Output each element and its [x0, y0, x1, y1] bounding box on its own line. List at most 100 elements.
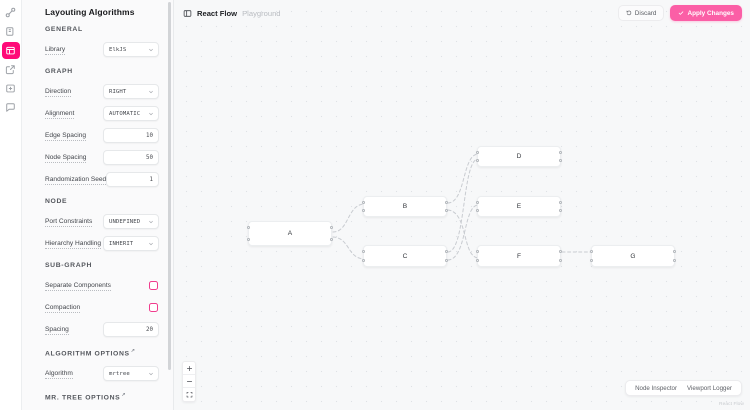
port-constraints-value: UNDEFINED: [109, 218, 141, 225]
handle-target-top[interactable]: [476, 250, 480, 253]
fit-view-icon: [186, 391, 192, 398]
handle-target-bottom[interactable]: [362, 209, 366, 212]
chevron-down-icon: [148, 219, 154, 225]
spacing-input[interactable]: 20: [103, 322, 159, 337]
handle-source-bottom[interactable]: [444, 209, 448, 212]
graph-node-e[interactable]: E: [476, 196, 562, 217]
handle-target-top[interactable]: [247, 226, 251, 229]
handle-source-top[interactable]: [444, 201, 448, 204]
apply-changes-label: Apply Changes: [687, 9, 734, 17]
handle-source-top[interactable]: [558, 201, 562, 204]
comment-icon[interactable]: [2, 99, 20, 116]
direction-select[interactable]: RIGHT: [103, 84, 159, 99]
edge-spacing-input[interactable]: 10: [103, 128, 159, 143]
section-mr-tree-options: MR. TREE OPTIONS↗: [32, 392, 163, 401]
graph-node-f[interactable]: F: [476, 245, 562, 267]
file-plus-icon[interactable]: [2, 80, 20, 97]
handle-target-bottom[interactable]: [476, 159, 480, 162]
edge-b-f: [447, 209, 479, 259]
field-label-port-constraints: Port Constraints: [45, 217, 93, 227]
node-spacing-input[interactable]: 50: [103, 150, 159, 165]
panel-title: Layouting Algorithms: [45, 7, 135, 17]
discard-button[interactable]: Discard: [617, 5, 665, 21]
handle-source-bottom[interactable]: [558, 159, 562, 162]
section-node: NODE: [45, 198, 68, 205]
plus-icon: [186, 365, 192, 371]
field-spacing: Spacing 20: [32, 320, 163, 339]
handle-target-bottom[interactable]: [476, 209, 480, 212]
library-select[interactable]: ElkJS: [103, 42, 159, 57]
edge-b-d: [447, 153, 479, 204]
randomization-seed-value: 1: [149, 176, 154, 183]
graph-edges: [332, 153, 592, 261]
field-label-algorithm: Algorithm: [45, 369, 73, 379]
handle-target-bottom[interactable]: [476, 259, 480, 262]
graph-node-g[interactable]: G: [590, 245, 676, 267]
flow-canvas[interactable]: React Flow Playground Discard Apply Chan…: [174, 0, 750, 410]
handle-target-bottom[interactable]: [362, 259, 366, 262]
layout-icon[interactable]: [1, 42, 20, 59]
handle-target-top[interactable]: [590, 250, 594, 253]
handle-target-top[interactable]: [362, 201, 366, 204]
section-algorithm-options: ALGORITHM OPTIONS↗: [32, 348, 163, 357]
edge-a-c: [332, 236, 365, 260]
handle-source-top[interactable]: [672, 250, 676, 253]
attribution[interactable]: React Flow: [719, 402, 744, 407]
handle-source-bottom[interactable]: [329, 238, 333, 241]
handle-source-top[interactable]: [444, 250, 448, 253]
handle-source-top[interactable]: [558, 250, 562, 253]
apply-changes-button[interactable]: Apply Changes: [670, 5, 742, 21]
top-bar-actions: Discard Apply Changes: [617, 5, 742, 21]
graph-node-d[interactable]: D: [476, 146, 562, 167]
graph-node-a[interactable]: A: [247, 221, 333, 246]
field-direction: Direction RIGHT: [32, 82, 163, 101]
handle-source-bottom[interactable]: [558, 209, 562, 212]
icon-rail: [0, 0, 22, 410]
graph-node-c[interactable]: C: [362, 245, 448, 267]
field-label-alignment: Alignment: [45, 109, 75, 119]
algorithm-select[interactable]: mrtree: [103, 366, 159, 382]
handle-source-bottom[interactable]: [444, 259, 448, 262]
handle-target-top[interactable]: [362, 250, 366, 253]
external-link-icon[interactable]: [2, 61, 20, 78]
handle-source-bottom[interactable]: [558, 259, 562, 262]
node-inspector-button[interactable]: Node Inspector: [635, 384, 678, 392]
field-label-edge-spacing: Edge Spacing: [45, 131, 87, 141]
handle-source-top[interactable]: [329, 226, 333, 229]
nodes-icon[interactable]: [2, 4, 20, 21]
chevron-down-icon: [148, 89, 154, 95]
copy-icon[interactable]: [2, 23, 20, 40]
fit-view-button[interactable]: [183, 388, 195, 401]
viewport-logger-button[interactable]: Viewport Logger: [687, 384, 732, 392]
compaction-checkbox[interactable]: [149, 303, 158, 312]
alignment-select[interactable]: AUTOMATIC: [103, 106, 159, 121]
port-constraints-select[interactable]: UNDEFINED: [103, 214, 159, 229]
sidebar-scrollbar[interactable]: [167, 2, 171, 370]
zoom-in-button[interactable]: [183, 362, 195, 375]
minus-icon: [186, 380, 192, 382]
field-edge-spacing: Edge Spacing 10: [32, 126, 163, 145]
field-label-direction: Direction: [45, 87, 72, 97]
field-label-separate-components: Separate Components: [45, 281, 111, 291]
handle-source-top[interactable]: [558, 151, 562, 154]
field-label-compaction: Compaction: [45, 303, 81, 313]
field-label-hierarchy-handling: Hierarchy Handling: [45, 239, 102, 249]
randomization-seed-input[interactable]: 1: [106, 172, 159, 187]
handle-source-bottom[interactable]: [672, 259, 676, 262]
handle-target-bottom[interactable]: [247, 238, 251, 241]
handle-target-top[interactable]: [476, 201, 480, 204]
handle-target-bottom[interactable]: [590, 259, 594, 262]
zoom-out-button[interactable]: [183, 375, 195, 388]
separate-components-checkbox[interactable]: [149, 281, 158, 290]
field-label-randomization-seed: Randomization Seed: [45, 175, 107, 185]
field-separate-components: Separate Components: [32, 276, 163, 295]
hierarchy-handling-select[interactable]: INHERIT: [103, 236, 159, 251]
discard-label: Discard: [634, 9, 657, 17]
top-bar: React Flow Playground Discard Apply Chan…: [174, 0, 750, 26]
graph-node-label: A: [287, 230, 293, 237]
handle-target-top[interactable]: [476, 151, 480, 154]
direction-value: RIGHT: [109, 88, 127, 95]
panel-toggle-icon[interactable]: [183, 9, 192, 18]
graph-node-b[interactable]: B: [362, 196, 448, 217]
